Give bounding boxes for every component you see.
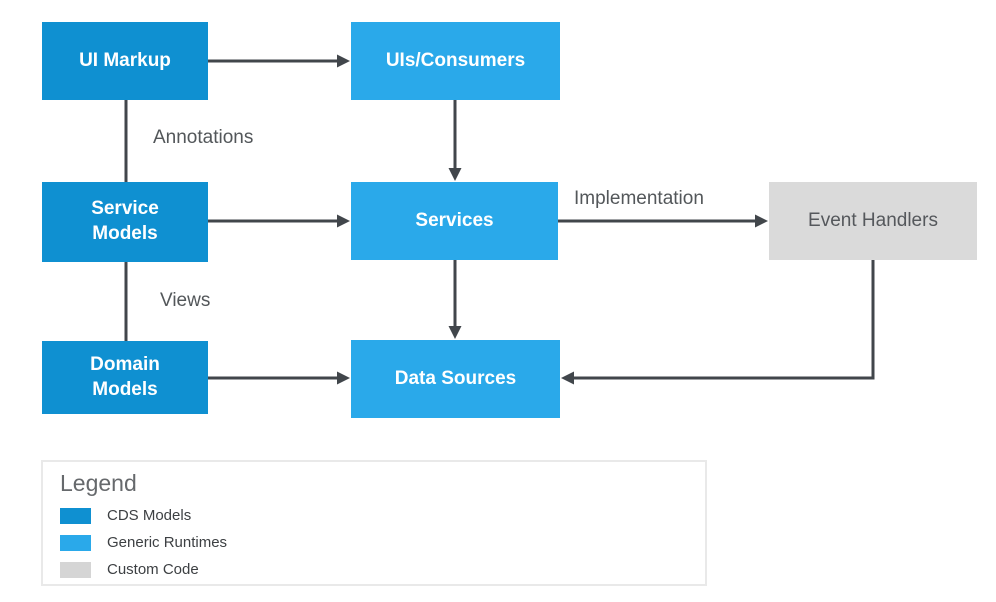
arrowhead-right-services bbox=[337, 214, 350, 228]
legend-title: Legend bbox=[60, 470, 137, 496]
arrowhead-right-data-sources bbox=[337, 371, 350, 385]
legend-item-label: Custom Code bbox=[107, 561, 199, 578]
legend-item-cds-models: CDS Models bbox=[60, 507, 688, 524]
node-services: Services bbox=[351, 182, 558, 260]
node-domain-models: Domain Models bbox=[42, 341, 208, 414]
legend-item-generic-runtimes: Generic Runtimes bbox=[60, 534, 688, 551]
node-data-sources: Data Sources bbox=[351, 340, 560, 418]
arrowhead-down-data-sources bbox=[448, 326, 462, 339]
legend-item-custom-code: Custom Code bbox=[60, 561, 688, 578]
arrowhead-right-uis-consumers bbox=[337, 54, 350, 68]
node-service-models: Service Models bbox=[42, 182, 208, 262]
edge-label-views: Views bbox=[160, 290, 211, 311]
edge-label-annotations: Annotations bbox=[153, 127, 254, 148]
arrowhead-right-event-handlers bbox=[755, 214, 768, 228]
legend-item-label: CDS Models bbox=[107, 507, 192, 524]
legend-box: Legend CDS Models Generic Runtimes Custo… bbox=[41, 460, 707, 586]
arrow-event-handlers-to-data-sources bbox=[574, 260, 875, 380]
arrowhead-down-services bbox=[448, 168, 462, 181]
edge-label-implementation: Implementation bbox=[574, 188, 704, 209]
legend-item-label: Generic Runtimes bbox=[107, 534, 228, 551]
legend-swatch-cds-models bbox=[60, 507, 91, 524]
legend-swatch-custom-code bbox=[60, 561, 91, 578]
node-ui-markup: UI Markup bbox=[42, 22, 208, 100]
legend-swatch-generic-runtimes bbox=[60, 534, 91, 551]
node-event-handlers: Event Handlers bbox=[769, 182, 977, 260]
node-uis-consumers: UIs/Consumers bbox=[351, 22, 560, 100]
arrowhead-left-data-sources bbox=[561, 371, 574, 385]
